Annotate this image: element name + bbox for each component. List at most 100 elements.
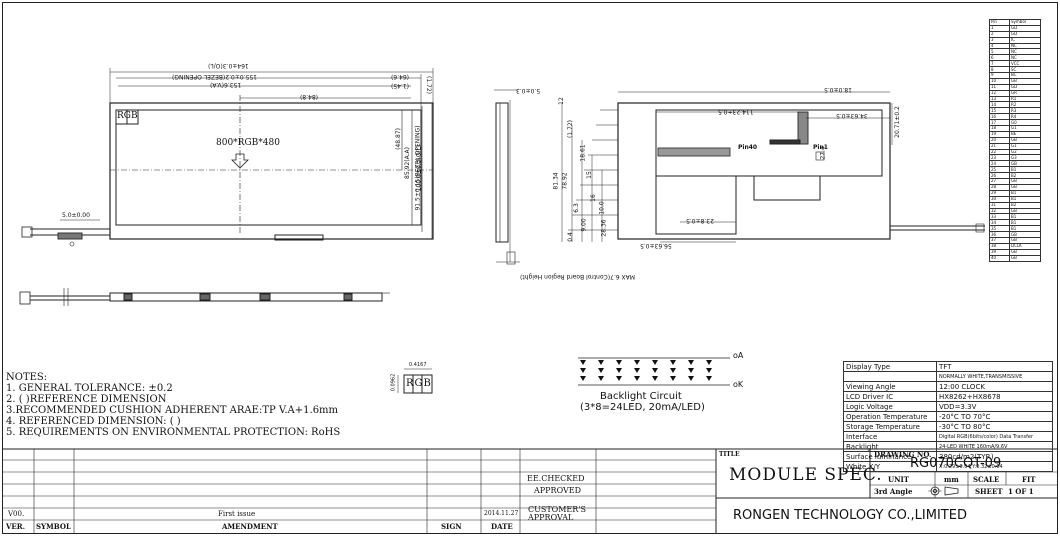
pin-symbol: GB: [1009, 236, 1041, 244]
active-area-outline: [115, 109, 422, 226]
rgb-detail-dim-width: 0.4167: [409, 362, 427, 368]
dim-active-area-height: 85.92(A.A): [403, 147, 411, 179]
spec-row: Operation Temperature-20°C TO 70°C: [843, 411, 1053, 422]
note-item: 4. REFERENCED DIMENSION: ( ): [6, 416, 181, 427]
back-dim-e: (1.72): [567, 119, 575, 139]
pin-symbol: G1: [1009, 125, 1041, 132]
drawing-no-label: DRAWING NO.: [874, 450, 932, 459]
date-header: DATE: [491, 522, 513, 531]
spec-value: NORMALLY WHITE,TRANSMISSIVE: [936, 371, 1053, 382]
note-item: 1. GENERAL TOLERANCE: ±0.2: [6, 383, 173, 394]
module-spec-title: MODULE SPEC.: [729, 465, 883, 485]
spec-key: Viewing Angle: [843, 381, 937, 392]
pin-symbol: B1: [1009, 219, 1041, 227]
anode-label: oA: [733, 351, 744, 360]
spec-key: Interface: [843, 431, 937, 442]
back-dim-n: 28.36: [600, 219, 608, 237]
dim-overall-height: 100.0±0.3(O/L): [415, 144, 423, 192]
pin-symbol: GB: [1009, 178, 1041, 185]
pin-symbol: NC: [1009, 42, 1041, 50]
pin-number: 40: [989, 254, 1010, 262]
back-dim-b: 114.23±0.5: [718, 108, 754, 115]
pin-symbol: NC: [1009, 48, 1041, 56]
note-item: 5. REQUIREMENTS ON ENVIRONMENTAL PROTECT…: [6, 427, 341, 438]
pin-symbol: GB: [1009, 207, 1041, 215]
pin-symbol: GB: [1009, 183, 1041, 191]
scale-label: SCALE: [973, 475, 1000, 484]
notes-title: NOTES:: [6, 372, 48, 383]
pin1-label: Pin1: [813, 144, 828, 151]
revision-row-amendment: First issue: [218, 510, 256, 518]
unit-value: mm: [944, 475, 959, 484]
spec-value: TFT: [936, 361, 1053, 372]
revision-row-version: V00.: [8, 510, 25, 518]
third-angle-label: 3rd Angle: [874, 487, 913, 496]
back-dim-f: 78.92: [561, 172, 569, 190]
amendment-header: AMENDMENT: [222, 522, 278, 531]
pin-symbol: B2: [1009, 201, 1041, 209]
pin-symbol: B1: [1009, 166, 1041, 174]
spec-key: Operation Temperature: [843, 411, 937, 422]
side-thickness-dim: 5.0±0.3: [516, 87, 541, 94]
cathode-label: oK: [733, 380, 744, 389]
third-angle-projection-icon: [928, 486, 959, 496]
back-view-outline: [617, 102, 891, 240]
dim-viewing-area-length: 153.6(V.A): [210, 81, 242, 88]
dim-half-height: (48.87): [394, 128, 402, 150]
sheet-value: 1 OF 1: [1008, 487, 1034, 496]
cable-dimension: 5.0±0.00: [62, 212, 90, 219]
pin-symbol: B2: [1009, 172, 1041, 180]
spec-value: 24-LED WHITE 160mA/9.6V: [936, 441, 1053, 452]
revision-row-date: 2014.11.27: [484, 510, 519, 517]
spec-value: VDD=3.3V: [936, 401, 1053, 412]
pin-symbol: B1: [1009, 225, 1041, 233]
pin-symbol: GB: [1009, 254, 1041, 262]
spec-value: HX8262+HX8678: [936, 391, 1053, 402]
rgb-detail-box: [403, 374, 433, 394]
rgb-detail-label: RGB: [406, 378, 432, 389]
back-dim-l: 9.00: [580, 218, 588, 232]
pin-symbol: BE: [1009, 130, 1041, 138]
back-dim-j: 16: [589, 194, 597, 202]
back-dim-a: 18.0±0.5: [824, 86, 852, 93]
sign-header: SIGN: [441, 522, 462, 531]
rgb-detail-dim-height: 0.0962: [390, 373, 397, 392]
side-control-height-dim: MAX 6.7(Control Board Region Height): [520, 273, 635, 280]
pin-symbol: G1: [1009, 142, 1041, 150]
pin-symbol: GB: [1009, 136, 1041, 144]
spec-key: Storage Temperature: [843, 421, 937, 432]
back-dim-k: 6.3: [572, 203, 580, 213]
back-dim-i: 15: [585, 171, 593, 179]
pin-symbol: IC: [1009, 36, 1041, 44]
spec-row: Storage Temperature-30°C TO 80°C: [843, 421, 1053, 432]
back-dim-h: 18.61: [579, 144, 587, 162]
pin-symbol: B1: [1009, 213, 1041, 221]
spec-key: Logic Voltage: [843, 401, 937, 412]
backlight-subtitle: (3*8=24LED, 20mA/LED): [580, 402, 705, 413]
